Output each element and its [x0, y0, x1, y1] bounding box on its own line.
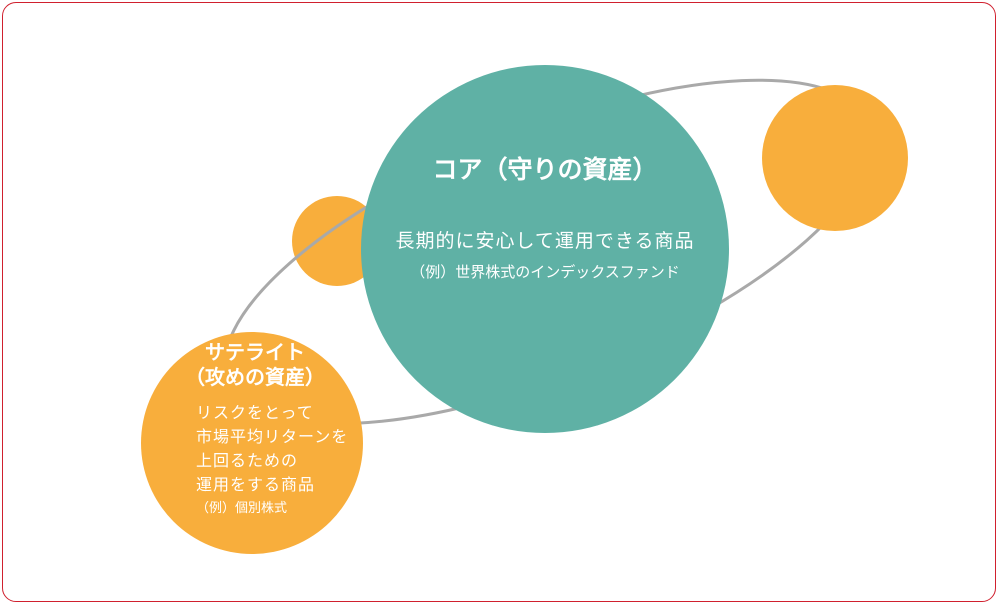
core-description: 長期的に安心して運用できる商品 — [395, 230, 695, 252]
satellite-title: サテライト （攻めの資産） — [170, 340, 340, 390]
satellite-example: （例）個別株式 — [196, 501, 288, 516]
satellite-desc-line: リスクをとって — [196, 403, 314, 422]
satellite-desc-line: 運用をする商品 — [196, 475, 316, 494]
core-title: コア（守りの資産） — [432, 155, 658, 184]
right-orange-planet — [762, 85, 908, 231]
core-example: （例）世界株式のインデックスファンド — [410, 263, 680, 281]
satellite-title-line1: サテライト — [205, 340, 305, 364]
satellite-circle — [141, 332, 363, 554]
satellite-description: リスクをとって 市場平均リターンを 上回るための 運用をする商品 （例）個別株式 — [196, 401, 348, 521]
small-orange-planet — [292, 196, 382, 286]
core-circle — [361, 65, 729, 433]
satellite-desc-line: 上回るための — [196, 451, 299, 470]
satellite-desc-line: 市場平均リターンを — [196, 427, 349, 446]
satellite-title-line2: （攻めの資産） — [185, 365, 325, 389]
